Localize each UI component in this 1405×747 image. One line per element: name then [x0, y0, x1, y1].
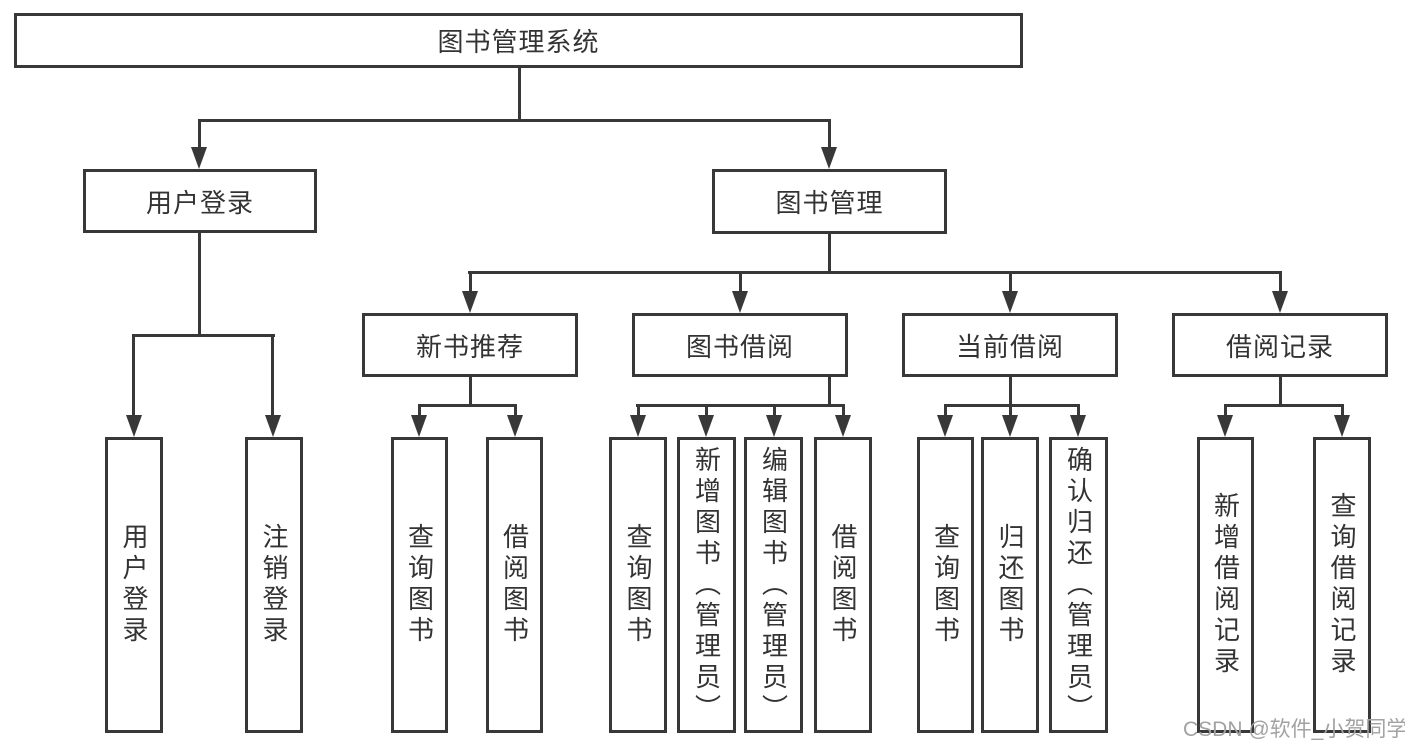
- leaf-node-label: 编辑图书（管理员）: [758, 445, 789, 725]
- branch-node-user-login: 用户登录: [83, 169, 317, 233]
- leaf-node-borrow-add-admin: 新增图书（管理员）: [677, 437, 736, 733]
- leaf-node-label: 借阅图书: [828, 523, 858, 647]
- arrow-shaft-leaf: [418, 404, 421, 417]
- connector-new-books-trunk: [469, 376, 472, 406]
- group-node-new-books: 新书推荐: [362, 313, 578, 377]
- arrow-shaft-leaf: [1077, 404, 1080, 417]
- connector-root-trunk: [518, 67, 521, 120]
- arrowhead-leaf: [1334, 415, 1350, 437]
- leaf-node-logout: 注销登录: [245, 437, 303, 733]
- root-node-label: 图书管理系统: [437, 27, 600, 57]
- arrowhead-leaf: [1217, 415, 1233, 437]
- leaf-node-label: 新增借阅记录: [1210, 492, 1241, 678]
- leaf-node-label: 查询图书: [404, 523, 435, 647]
- arrow-shaft-current-borrow: [1009, 271, 1012, 293]
- leaf-node-label: 查询借阅记录: [1327, 492, 1357, 678]
- arrow-shaft-leaf: [1224, 404, 1227, 417]
- arrow-shaft-leaf: [842, 404, 845, 417]
- connector-user-login-split: [133, 334, 275, 337]
- leaf-node-label: 查询图书: [623, 523, 653, 647]
- leaf-node-newbooks-search: 查询图书: [391, 437, 448, 733]
- arrowhead-leaf-login: [126, 415, 142, 437]
- root-node-library-system: 图书管理系统: [14, 13, 1023, 68]
- arrowhead-leaf-logout: [265, 415, 281, 437]
- arrow-shaft-leaf-login: [132, 334, 135, 417]
- arrow-shaft-borrow-records: [1279, 271, 1282, 293]
- arrowhead-leaf: [937, 415, 953, 437]
- arrowhead-leaf: [630, 415, 646, 437]
- arrow-shaft-leaf: [944, 404, 947, 417]
- connector-user-login-trunk: [198, 232, 201, 336]
- leaf-node-current-search: 查询图书: [917, 437, 974, 733]
- leaf-node-label: 查询图书: [930, 523, 961, 647]
- arrowhead-leaf: [835, 415, 851, 437]
- group-node-label: 当前借阅: [955, 331, 1064, 362]
- arrowhead-leaf: [507, 415, 523, 437]
- arrowhead-new-books: [462, 291, 478, 313]
- group-node-label: 图书借阅: [685, 331, 794, 362]
- connector-borrow-records-split: [1224, 404, 1343, 407]
- arrowhead-leaf: [698, 415, 714, 437]
- group-node-label: 新书推荐: [415, 331, 524, 362]
- arrowhead-leaf: [766, 415, 782, 437]
- arrow-shaft-user-login: [198, 119, 201, 149]
- connector-current-borrow-split: [944, 404, 1080, 407]
- leaf-node-label: 借阅图书: [499, 523, 530, 647]
- connector-level2: [468, 271, 1282, 274]
- group-node-current-borrow: 当前借阅: [902, 313, 1118, 377]
- arrowhead-book-borrow: [732, 291, 748, 313]
- group-node-borrow-records: 借阅记录: [1172, 313, 1388, 377]
- branch-node-label: 用户登录: [145, 187, 254, 218]
- arrow-shaft-new-books: [469, 271, 472, 293]
- arrowhead-leaf: [411, 415, 427, 437]
- leaf-node-label: 新增图书（管理员）: [691, 445, 722, 725]
- leaf-node-current-confirm-admin: 确认归还（管理员）: [1049, 437, 1108, 733]
- arrow-shaft-leaf: [1341, 404, 1344, 417]
- leaf-node-borrow-edit-admin: 编辑图书（管理员）: [744, 437, 803, 733]
- arrowhead-book-mgmt: [821, 147, 837, 169]
- leaf-node-label: 归还图书: [995, 523, 1025, 647]
- leaf-node-borrow-search: 查询图书: [609, 437, 667, 733]
- arrow-shaft-leaf: [514, 404, 517, 417]
- leaf-node-user-login: 用户登录: [105, 437, 163, 733]
- connector-book-borrow-trunk: [828, 376, 831, 406]
- connector-borrow-records-trunk: [1279, 376, 1282, 406]
- group-node-label: 借阅记录: [1225, 331, 1334, 362]
- branch-node-book-mgmt: 图书管理: [712, 169, 947, 234]
- arrowhead-leaf: [1070, 415, 1086, 437]
- arrow-shaft-leaf: [1009, 404, 1012, 417]
- leaf-node-label: 确认归还（管理员）: [1063, 445, 1094, 725]
- leaf-node-records-search: 查询借阅记录: [1313, 437, 1371, 733]
- connector-level1: [198, 119, 831, 122]
- arrow-shaft-book-mgmt: [828, 119, 831, 149]
- leaf-node-borrow-book: 借阅图书: [814, 437, 872, 733]
- leaf-node-records-add: 新增借阅记录: [1197, 437, 1254, 733]
- connector-current-borrow-trunk: [1009, 376, 1012, 406]
- leaf-node-label: 注销登录: [259, 523, 289, 647]
- arrowhead-user-login: [191, 147, 207, 169]
- arrow-shaft-leaf: [773, 404, 776, 417]
- arrow-shaft-book-borrow: [739, 271, 742, 293]
- leaf-node-newbooks-borrow: 借阅图书: [486, 437, 543, 733]
- connector-book-mgmt-trunk: [828, 233, 831, 274]
- watermark-text: CSDN @软件_小贺同学: [1183, 718, 1405, 741]
- arrow-shaft-leaf: [705, 404, 708, 417]
- arrow-shaft-leaf-logout: [271, 334, 274, 417]
- connector-new-books-split: [418, 404, 517, 407]
- arrowhead-borrow-records: [1272, 291, 1288, 313]
- arrowhead-leaf: [1002, 415, 1018, 437]
- arrowhead-current-borrow: [1002, 291, 1018, 313]
- leaf-node-label: 用户登录: [119, 523, 149, 647]
- arrow-shaft-leaf: [637, 404, 640, 417]
- group-node-book-borrow: 图书借阅: [632, 313, 848, 377]
- branch-node-label: 图书管理: [775, 188, 884, 218]
- connector-book-borrow-split: [636, 404, 845, 407]
- leaf-node-current-return: 归还图书: [981, 437, 1039, 733]
